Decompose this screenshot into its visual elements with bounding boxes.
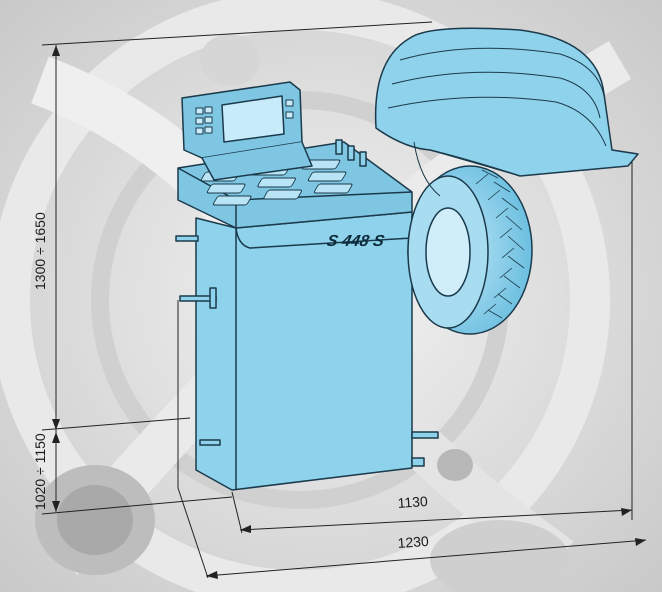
weight-pins	[335, 139, 367, 167]
model-label: S 448 S	[325, 232, 386, 250]
display-screen	[221, 95, 285, 143]
side-rods	[175, 235, 439, 467]
machine-cabinet	[195, 211, 413, 491]
wheel-balancer-machine: S 448 S	[175, 27, 639, 491]
dimension-depth: 1130	[397, 493, 428, 511]
dimension-base-height: 1020 ÷ 1150	[32, 433, 48, 510]
wheel-guard-ribs	[387, 47, 607, 197]
dimension-width: 1230	[397, 533, 429, 551]
dimension-lines	[41, 21, 647, 579]
display-buttons	[195, 99, 294, 135]
dimension-total-height: 1300 ÷ 1650	[32, 212, 48, 290]
wheel-tire	[407, 165, 533, 335]
